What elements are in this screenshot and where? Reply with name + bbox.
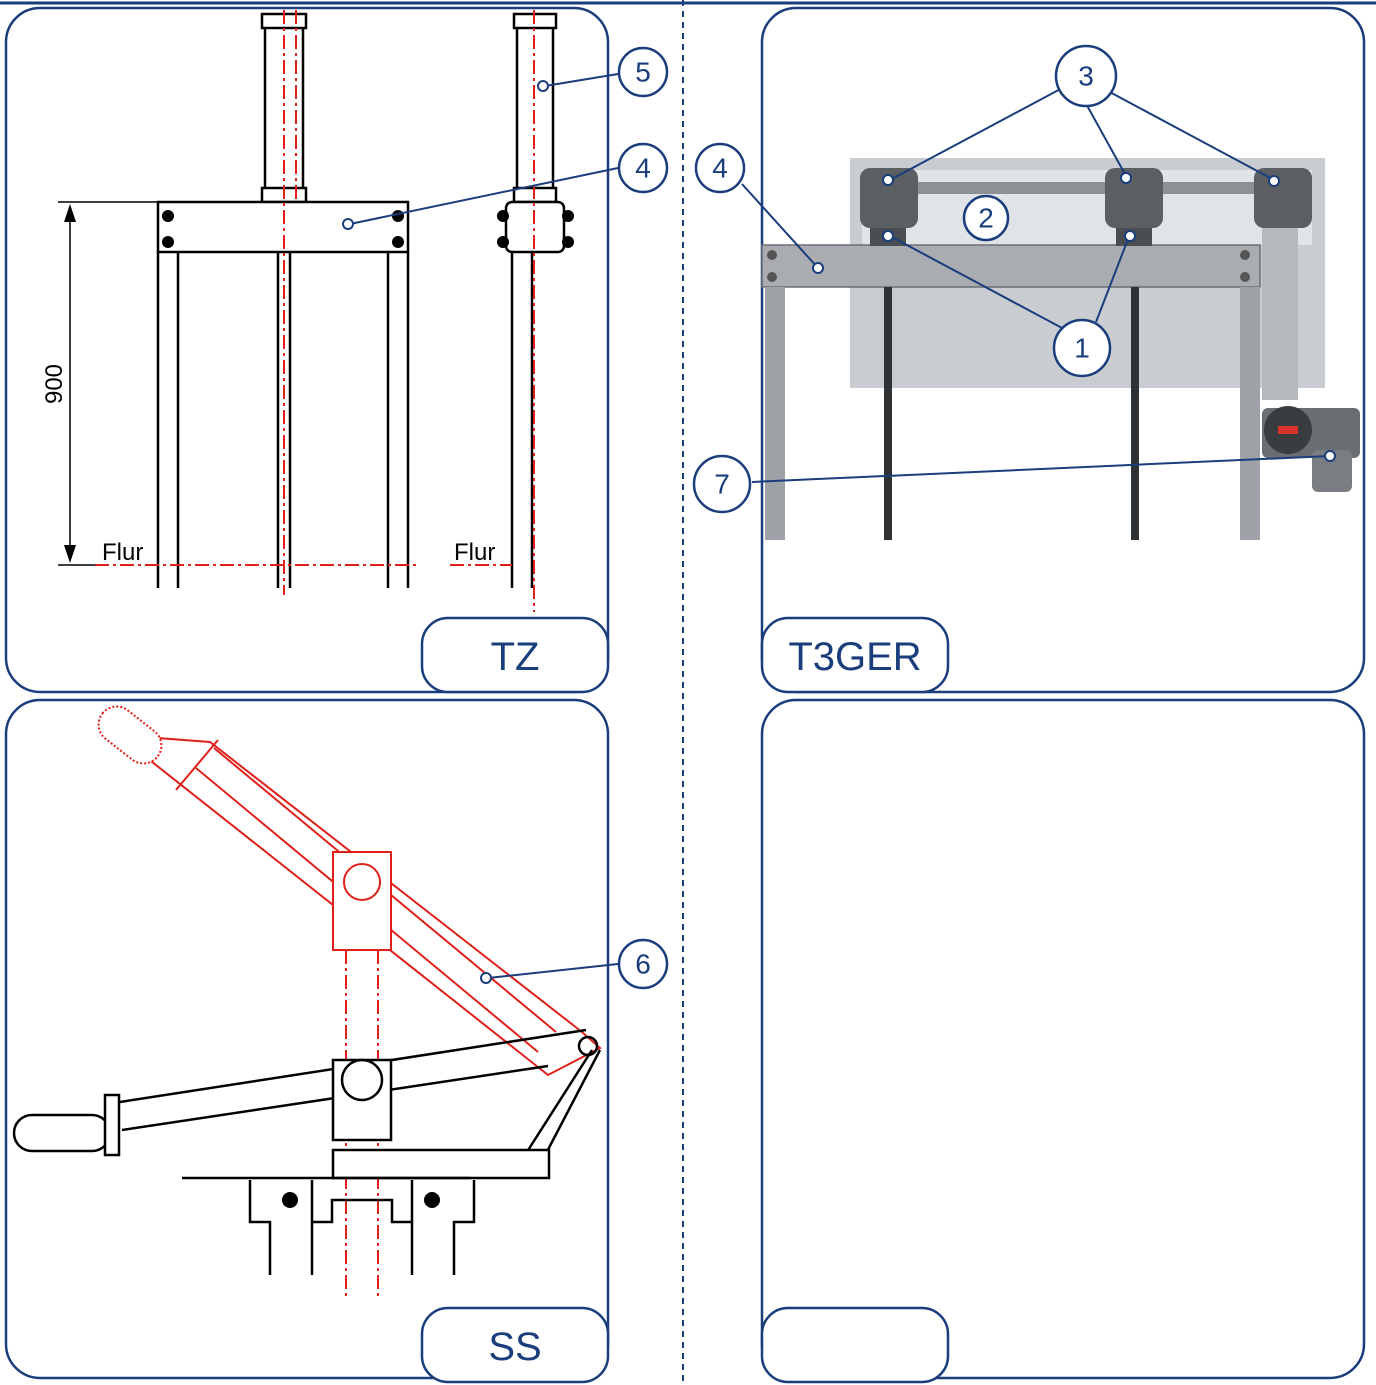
bolts-ss	[282, 1192, 440, 1208]
drawing-ss-black	[12, 1028, 602, 1275]
svg-text:4: 4	[635, 153, 651, 184]
svg-text:1: 1	[1074, 333, 1090, 364]
callout-7: 7	[692, 454, 752, 514]
bolts-tz	[162, 210, 574, 248]
dimension-900: 900	[41, 364, 68, 404]
floor-label-front: Flur	[102, 539, 143, 566]
svg-text:4: 4	[712, 153, 728, 184]
render-t3ger	[761, 158, 1360, 540]
callout-4-right: 4	[694, 142, 746, 194]
tag-box-t3ger: T3GER	[760, 616, 950, 694]
tag-t3ger: T3GER	[788, 635, 921, 679]
callout-leaders	[349, 73, 1331, 979]
panel-frame-t3ger	[760, 6, 1366, 694]
centerlines-tz	[95, 10, 535, 612]
svg-text:2: 2	[978, 203, 994, 234]
tag-ss: SS	[488, 1325, 541, 1369]
tag-box-ss: SS	[420, 1306, 610, 1384]
tag-box-empty	[760, 1306, 950, 1384]
callout-2: 2	[962, 194, 1010, 242]
svg-text:3: 3	[1078, 61, 1094, 92]
callout-3: 3	[1054, 44, 1118, 108]
floor-label-side: Flur	[454, 539, 495, 566]
panel-frame-tz	[4, 6, 610, 694]
tag-tz: TZ	[491, 635, 540, 679]
panel-frame-empty	[760, 698, 1366, 1380]
tag-box-tz: TZ	[420, 616, 610, 694]
panel-frame-ss	[4, 698, 610, 1380]
callout-1: 1	[1052, 318, 1112, 378]
drawing-tz	[58, 12, 566, 588]
drawing-ss-red	[97, 705, 602, 1300]
svg-text:5: 5	[635, 57, 651, 88]
svg-text:6: 6	[635, 949, 651, 980]
svg-text:7: 7	[714, 469, 730, 500]
callout-4-left: 4	[617, 142, 669, 194]
callout-6: 6	[617, 938, 669, 990]
callout-dots	[342, 80, 1336, 984]
callout-5: 5	[617, 46, 669, 98]
